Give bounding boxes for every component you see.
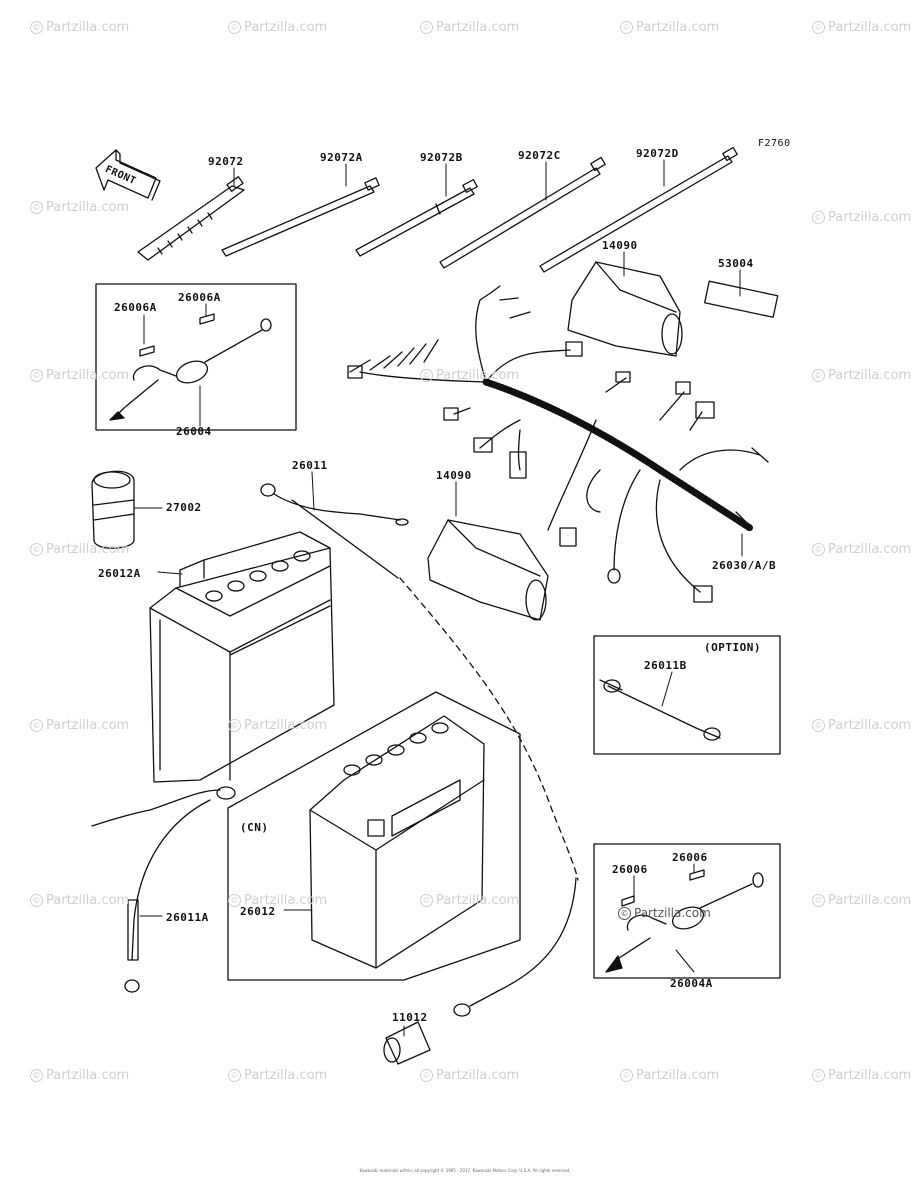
option-label: (OPTION) <box>704 641 761 654</box>
fuse-kit-box-A <box>593 843 781 979</box>
cable-11012 <box>383 877 577 1065</box>
part-label: 26012A <box>98 567 141 580</box>
part-label: 92072 <box>208 155 244 168</box>
watermark: ©Partzilla.com <box>30 368 129 383</box>
part-label: 26011 <box>292 459 328 472</box>
watermark: ©Partzilla.com <box>420 893 519 908</box>
watermark: ©Partzilla.com <box>812 368 911 383</box>
part-label: 53004 <box>718 257 754 270</box>
cover-14090-lower <box>427 519 549 621</box>
leader-lines <box>133 159 743 1037</box>
watermark: ©Partzilla.com <box>812 718 911 733</box>
part-label: 26011A <box>166 911 209 924</box>
part-label: 26006 <box>612 863 648 876</box>
watermark: ©Partzilla.com <box>30 200 129 215</box>
cable-route-dashed <box>399 577 579 881</box>
front-arrow-icon <box>95 149 161 201</box>
watermark: ©Partzilla.com <box>812 210 911 225</box>
cable-tie-92072C <box>439 156 606 269</box>
part-label: 26004A <box>670 977 713 990</box>
watermark: ©Partzilla.com <box>30 718 129 733</box>
watermark: ©Partzilla.com <box>228 718 327 733</box>
cable-tie-92072D <box>539 146 738 273</box>
cable-26011A <box>91 786 236 993</box>
part-label: 26006A <box>178 291 221 304</box>
fuse-kit-box <box>95 283 297 431</box>
part-label: 92072B <box>420 151 463 164</box>
part-label: 26006 <box>672 851 708 864</box>
battery-26012-cn-group <box>227 691 521 981</box>
option-box <box>593 635 781 755</box>
part-label: 92072A <box>320 151 363 164</box>
part-label: 14090 <box>436 469 472 482</box>
watermark: ©Partzilla.com <box>30 542 129 557</box>
watermark: ©Partzilla.com <box>228 1068 327 1083</box>
watermark: ©Partzilla.com <box>812 1068 911 1083</box>
watermark: ©Partzilla.com <box>812 20 911 35</box>
watermark: ©Partzilla.com <box>618 906 711 920</box>
cable-26011 <box>260 483 409 579</box>
part-label: 26011B <box>644 659 687 672</box>
cable-tie-92072A <box>221 177 380 257</box>
watermark: ©Partzilla.com <box>30 893 129 908</box>
watermark: ©Partzilla.com <box>228 893 327 908</box>
watermark: ©Partzilla.com <box>30 20 129 35</box>
watermark: ©Partzilla.com <box>30 1068 129 1083</box>
watermark: ©Partzilla.com <box>228 20 327 35</box>
watermark: ©Partzilla.com <box>812 542 911 557</box>
relay <box>91 470 135 549</box>
cable-tie-92072 <box>137 176 245 261</box>
battery-26012A <box>149 531 335 783</box>
watermark: ©Partzilla.com <box>620 20 719 35</box>
part-label: 26012 <box>240 905 276 918</box>
watermark: ©Partzilla.com <box>812 893 911 908</box>
part-label: 11012 <box>392 1011 428 1024</box>
cn-label: (CN) <box>240 821 269 834</box>
figure-code: F2760 <box>758 138 791 149</box>
part-label: 26006A <box>114 301 157 314</box>
part-label: 27002 <box>166 501 202 514</box>
part-label: 14090 <box>602 239 638 252</box>
cover-14090-upper <box>567 261 683 357</box>
copyright-notice: Kawasaki materials within; all copyright… <box>359 1168 571 1173</box>
part-label: 92072C <box>518 149 561 162</box>
part-label: 26030/A/B <box>712 559 777 572</box>
watermark: ©Partzilla.com <box>620 1068 719 1083</box>
wiring-harness <box>347 285 769 603</box>
label-sticker <box>704 280 779 318</box>
watermark: ©Partzilla.com <box>420 1068 519 1083</box>
part-label: 26004 <box>176 425 212 438</box>
watermark: ©Partzilla.com <box>420 20 519 35</box>
cable-tie-92072B <box>355 179 478 257</box>
part-label: 92072D <box>636 147 679 160</box>
watermark: ©Partzilla.com <box>420 368 519 383</box>
